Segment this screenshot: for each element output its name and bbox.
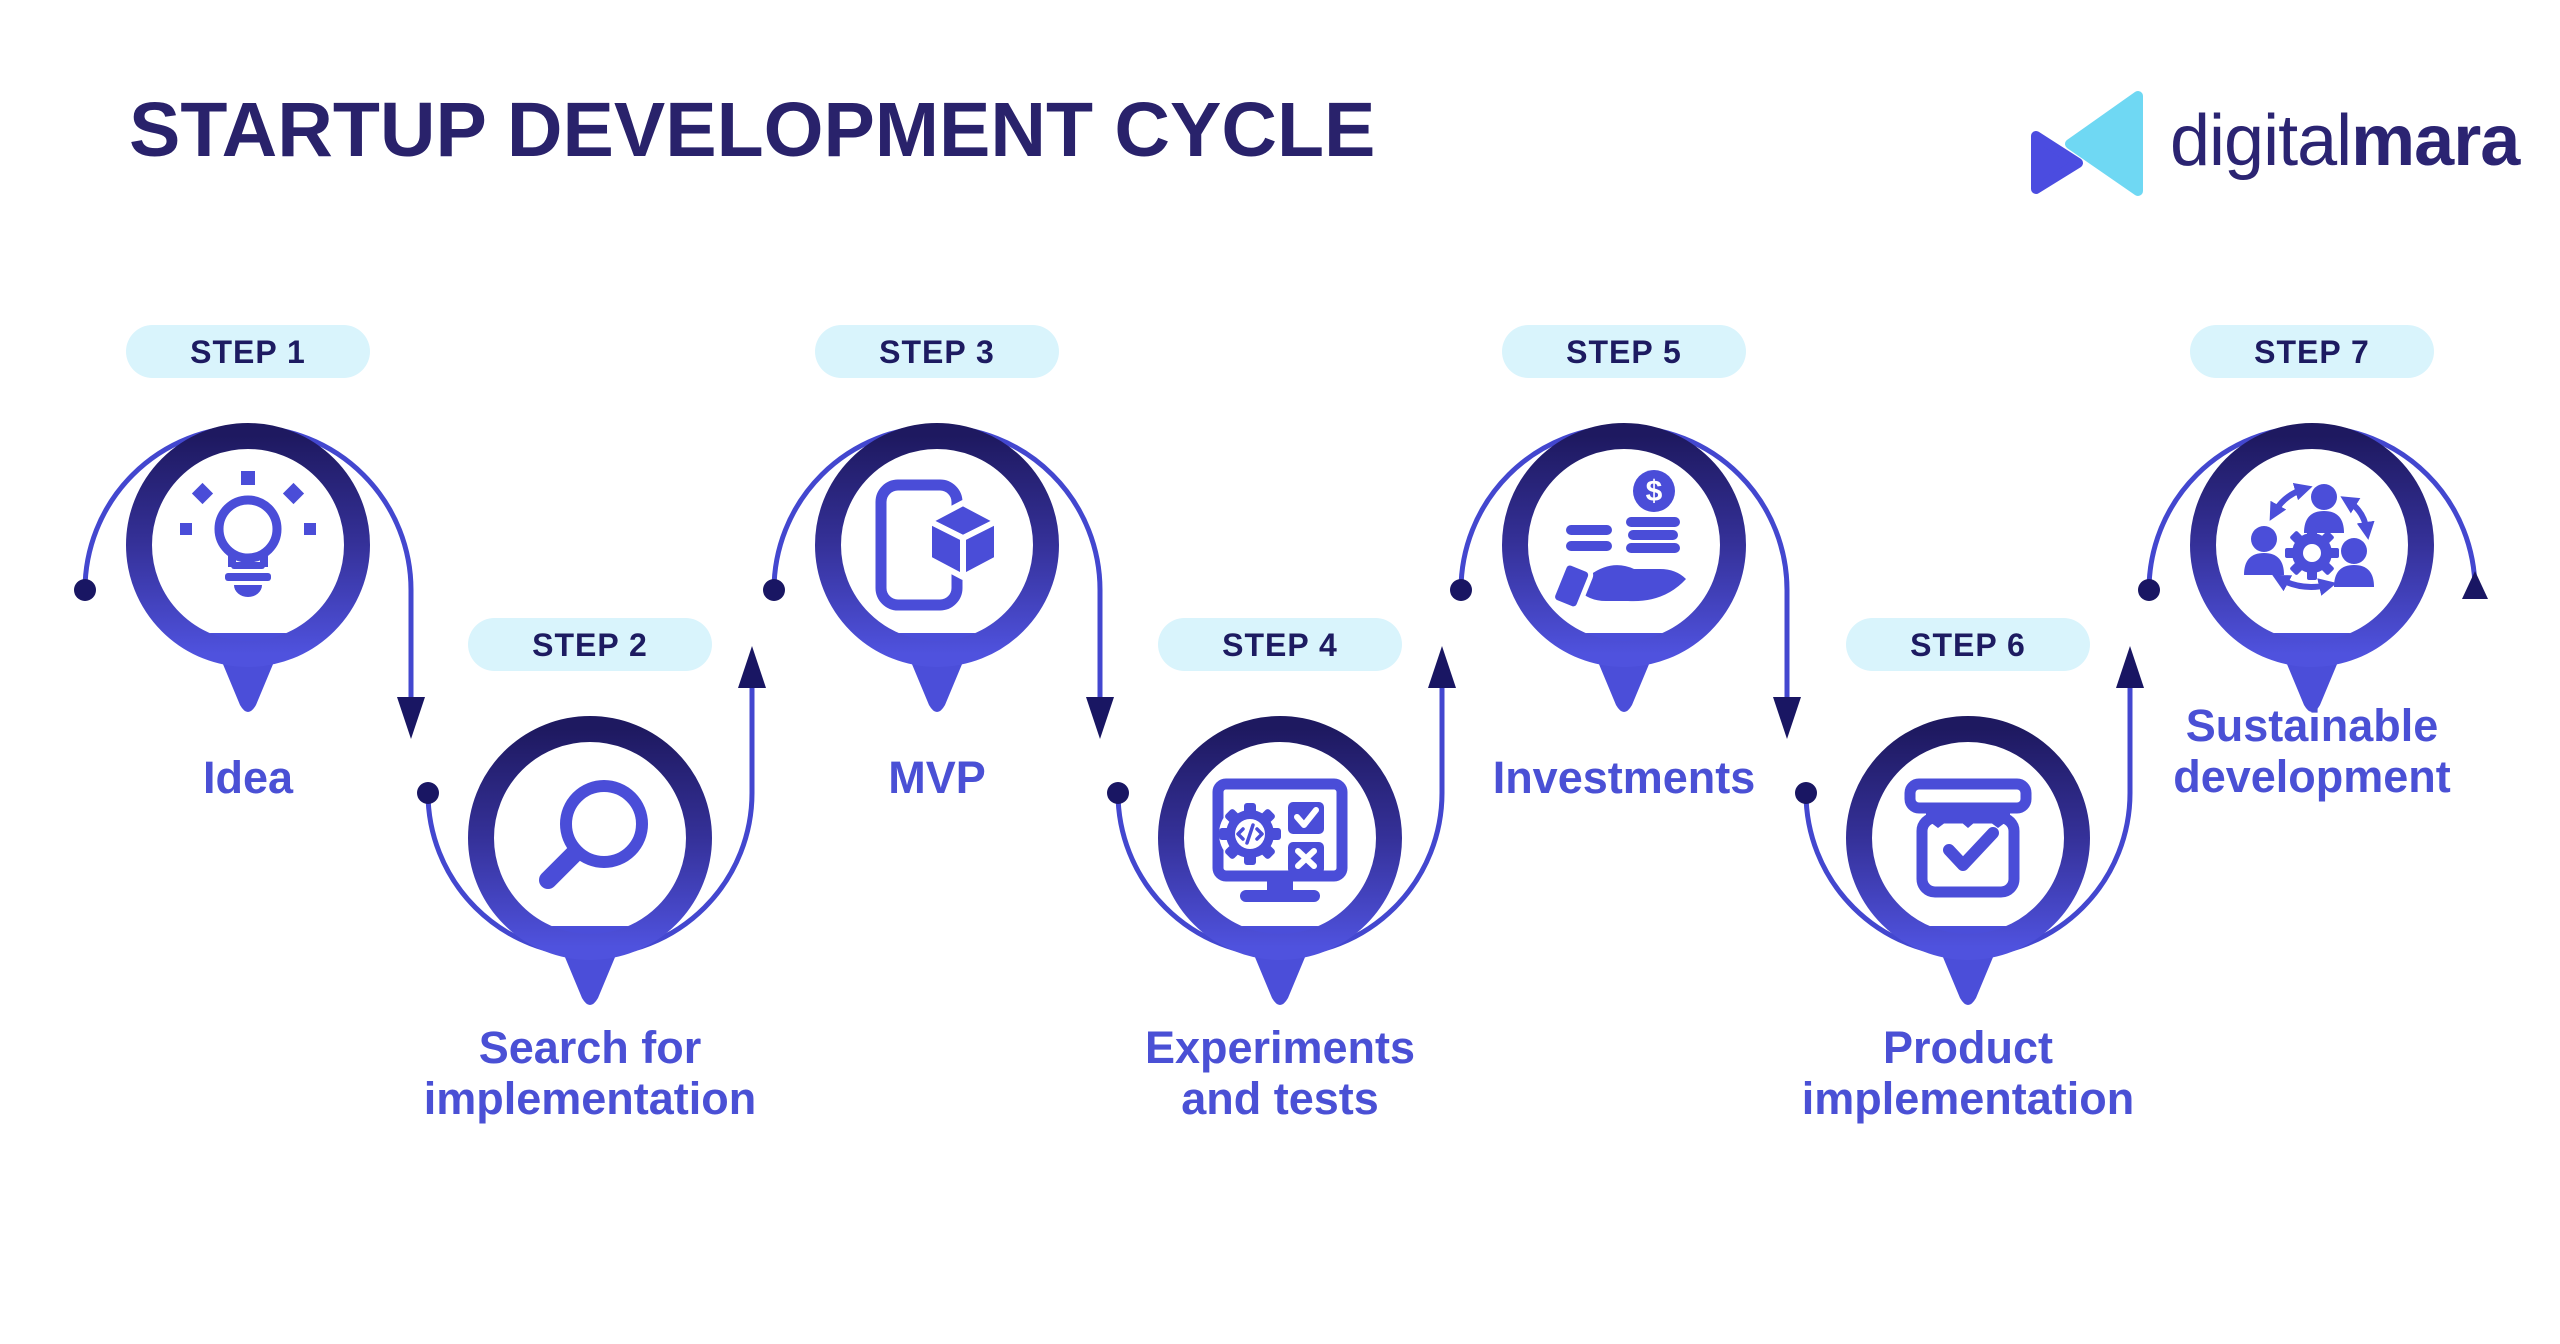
step-4: STEP 4 <box>1080 0 1480 1344</box>
connector-dot <box>763 579 785 601</box>
step-4-label: Experiments and tests <box>1144 1022 1416 1125</box>
step-2-label: Search for implementation <box>423 1022 757 1125</box>
connector-dot <box>417 782 439 804</box>
logo-wordmark: digitalmara <box>2170 105 2520 177</box>
step-2: STEP 2 Search for implementation <box>390 0 790 1344</box>
step-6-pin <box>1795 646 2144 1005</box>
arrow-down-icon <box>1773 697 1801 739</box>
lightbulb-icon <box>180 471 316 597</box>
step-5-badge: STEP 5 <box>1502 325 1746 378</box>
logo-word-digital: digital <box>2170 101 2352 181</box>
step-3-pin <box>763 423 1114 739</box>
connector-dot <box>1795 782 1817 804</box>
step-7-badge: STEP 7 <box>2190 325 2434 378</box>
step-6-label: Product implementation <box>1801 1022 2135 1125</box>
product-box-icon <box>1904 778 2032 898</box>
digitalmara-logo: digitalmara <box>2028 84 2520 198</box>
step-1-pin <box>74 423 425 739</box>
arrow-up-icon <box>2462 571 2488 599</box>
connector-dot <box>2138 579 2160 601</box>
step-1: STEP 1 Idea <box>48 0 448 1344</box>
magnifier-icon <box>539 780 648 889</box>
step-7-label: Sustainable development <box>2173 700 2451 803</box>
hand-coins-icon: $ <box>1550 470 1686 612</box>
step-7-pin <box>2138 423 2488 712</box>
step-3-badge: STEP 3 <box>815 325 1059 378</box>
digitalmara-mark-icon <box>2031 91 2143 196</box>
step-6: STEP 6 Product implementation <box>1768 0 2168 1344</box>
step-4-pin <box>1107 646 1456 1005</box>
step-2-badge: STEP 2 <box>468 618 712 671</box>
step-7: STEP 7 <box>2112 0 2512 1344</box>
step-6-badge: STEP 6 <box>1846 618 2090 671</box>
code-gear-icon <box>1219 803 1281 865</box>
svg-text:$: $ <box>1646 475 1663 508</box>
step-4-badge: STEP 4 <box>1158 618 1402 671</box>
step-3-label: MVP <box>888 752 986 803</box>
step-1-label: Idea <box>202 752 294 803</box>
step-1-badge: STEP 1 <box>126 325 370 378</box>
arrow-up-icon <box>2116 646 2144 688</box>
step-2-pin <box>417 646 766 1005</box>
step-5-pin: $ <box>1450 423 1801 739</box>
arrow-down-icon <box>1086 697 1114 739</box>
page-title: STARTUP DEVELOPMENT CYCLE <box>129 87 1376 173</box>
arrow-up-icon <box>738 646 766 688</box>
step-3: STEP 3 MVP <box>737 0 1137 1344</box>
connector-dot <box>1107 782 1129 804</box>
connector-dot <box>74 579 96 601</box>
step-5-label: Investments <box>1492 752 1756 803</box>
monitor-tests-icon <box>1212 778 1348 902</box>
team-cycle-icon <box>2244 482 2375 596</box>
connector-dot <box>1450 579 1472 601</box>
phone-cube-icon <box>875 479 1000 611</box>
step-5: STEP 5 $ Investments <box>1424 0 1824 1344</box>
arrow-down-icon <box>397 697 425 739</box>
arrow-up-icon <box>1428 646 1456 688</box>
logo-word-mara: mara <box>2351 101 2520 181</box>
